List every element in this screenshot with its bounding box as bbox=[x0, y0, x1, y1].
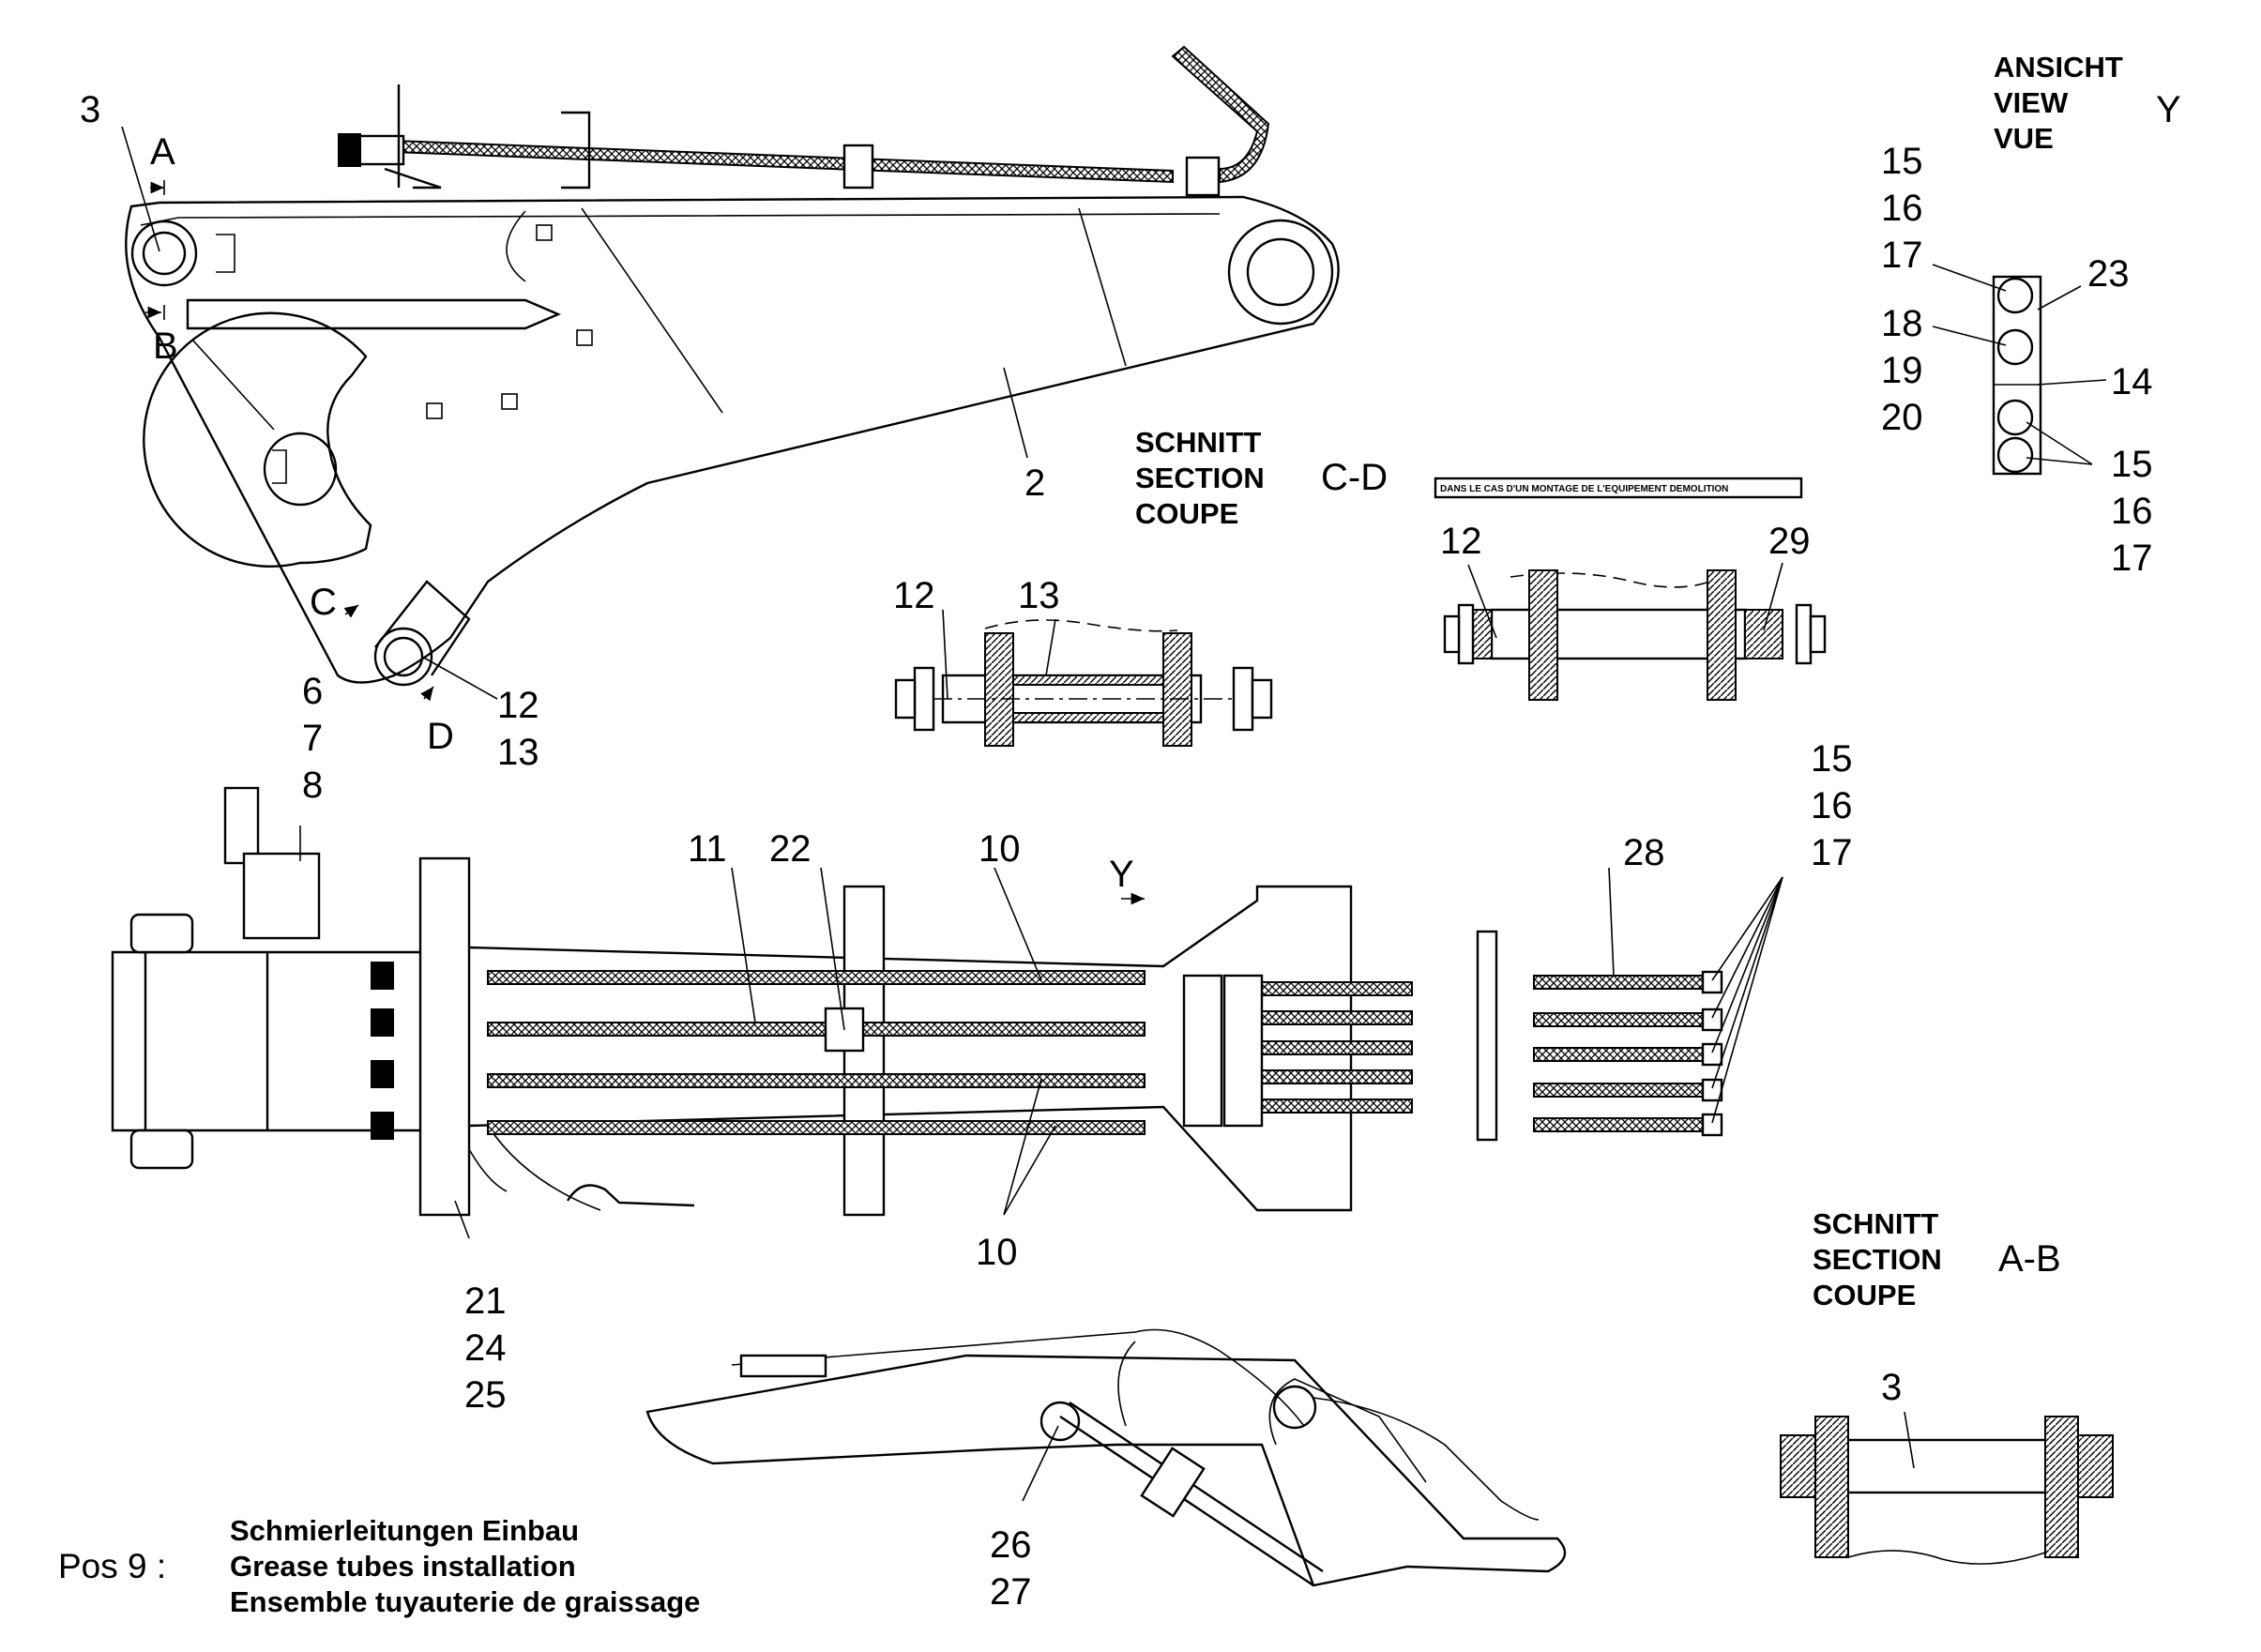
callout-20: 20 bbox=[1881, 397, 1923, 438]
section-ab-line1: SCHNITT bbox=[1813, 1207, 1938, 1240]
caption-fr: Ensemble tuyauterie de graissage bbox=[230, 1585, 700, 1618]
callout-2: 2 bbox=[1024, 462, 1045, 504]
hose-set-28 bbox=[1476, 930, 1723, 1142]
caption-en: Grease tubes installation bbox=[230, 1550, 576, 1583]
callout-29: 29 bbox=[1768, 521, 1811, 562]
callout-28: 28 bbox=[1623, 832, 1665, 873]
callout-26: 26 bbox=[990, 1524, 1032, 1566]
callout-12-cd: 12 bbox=[893, 575, 935, 616]
section-cd-line1: SCHNITT bbox=[1135, 426, 1261, 459]
cut-letter-a: A bbox=[150, 131, 175, 173]
excavator-overview bbox=[645, 1328, 1567, 1587]
callout-23: 23 bbox=[2087, 253, 2130, 295]
callout-3-ab: 3 bbox=[1881, 1367, 1902, 1408]
callout-16-y2: 16 bbox=[2111, 491, 2153, 532]
callout-21: 21 bbox=[464, 1281, 507, 1322]
cut-letter-c: C bbox=[310, 582, 337, 623]
callout-10-top: 10 bbox=[979, 828, 1021, 870]
demolition-note-box bbox=[1434, 477, 1803, 499]
view-y-arrow-letter: Y bbox=[1109, 854, 1134, 895]
callout-24: 24 bbox=[464, 1327, 507, 1369]
callout-16-y: 16 bbox=[1881, 188, 1923, 229]
view-y-letter: Y bbox=[2156, 89, 2181, 130]
demolition-note: DANS LE CAS D'UN MONTAGE DE L'EQUIPEMENT… bbox=[1440, 484, 1728, 494]
boom-side-view bbox=[125, 45, 1340, 687]
view-y-line3: VUE bbox=[1994, 122, 2054, 155]
callout-27: 27 bbox=[990, 1571, 1032, 1613]
section-cd-line2: SECTION bbox=[1135, 462, 1265, 494]
boom-top-view bbox=[111, 786, 1413, 1217]
section-ab-line2: SECTION bbox=[1813, 1243, 1942, 1276]
section-ab-letters: A-B bbox=[1998, 1238, 2061, 1280]
section-ab-drawing bbox=[1780, 1416, 2114, 1565]
view-y-line1: ANSICHT bbox=[1994, 51, 2123, 83]
section-cd-letters: C-D bbox=[1321, 457, 1388, 498]
callout-16-right: 16 bbox=[1811, 785, 1853, 826]
callout-25: 25 bbox=[464, 1374, 507, 1416]
callout-13-cd: 13 bbox=[1018, 575, 1060, 616]
cut-marks-boom bbox=[145, 180, 434, 702]
callout-17-y2: 17 bbox=[2111, 538, 2153, 579]
callout-12-boom: 12 bbox=[497, 685, 539, 726]
callout-13-boom: 13 bbox=[497, 732, 539, 773]
callout-12-demo: 12 bbox=[1440, 521, 1482, 562]
callout-17-right: 17 bbox=[1811, 832, 1853, 873]
callout-8: 8 bbox=[302, 765, 323, 806]
callout-17-y: 17 bbox=[1881, 235, 1923, 276]
callout-3-top: 3 bbox=[80, 89, 100, 130]
cut-letter-b: B bbox=[153, 326, 178, 367]
callout-11: 11 bbox=[688, 828, 727, 870]
callout-22: 22 bbox=[769, 828, 812, 870]
caption-de: Schmierleitungen Einbau bbox=[230, 1514, 579, 1547]
view-y-drawing bbox=[1992, 275, 2042, 476]
callout-6: 6 bbox=[302, 671, 323, 712]
demolition-section-drawing bbox=[1434, 477, 1827, 701]
section-cd-drawing bbox=[894, 619, 1273, 747]
pos-label: Pos 9 : bbox=[58, 1547, 166, 1585]
view-y-line2: VIEW bbox=[1994, 86, 2069, 119]
cut-letter-d: D bbox=[427, 716, 454, 757]
callout-14: 14 bbox=[2111, 361, 2153, 402]
section-ab-line3: COUPE bbox=[1813, 1279, 1916, 1311]
callout-10-bottom: 10 bbox=[976, 1232, 1018, 1273]
callout-7: 7 bbox=[302, 718, 323, 759]
callout-19: 19 bbox=[1881, 350, 1923, 391]
callout-15-right: 15 bbox=[1811, 738, 1853, 780]
callout-15-y: 15 bbox=[1881, 141, 1923, 182]
leader-lines bbox=[121, 126, 2107, 1502]
section-cd-line3: COUPE bbox=[1135, 497, 1238, 530]
callout-15-y2: 15 bbox=[2111, 444, 2153, 485]
callout-18: 18 bbox=[1881, 303, 1923, 344]
